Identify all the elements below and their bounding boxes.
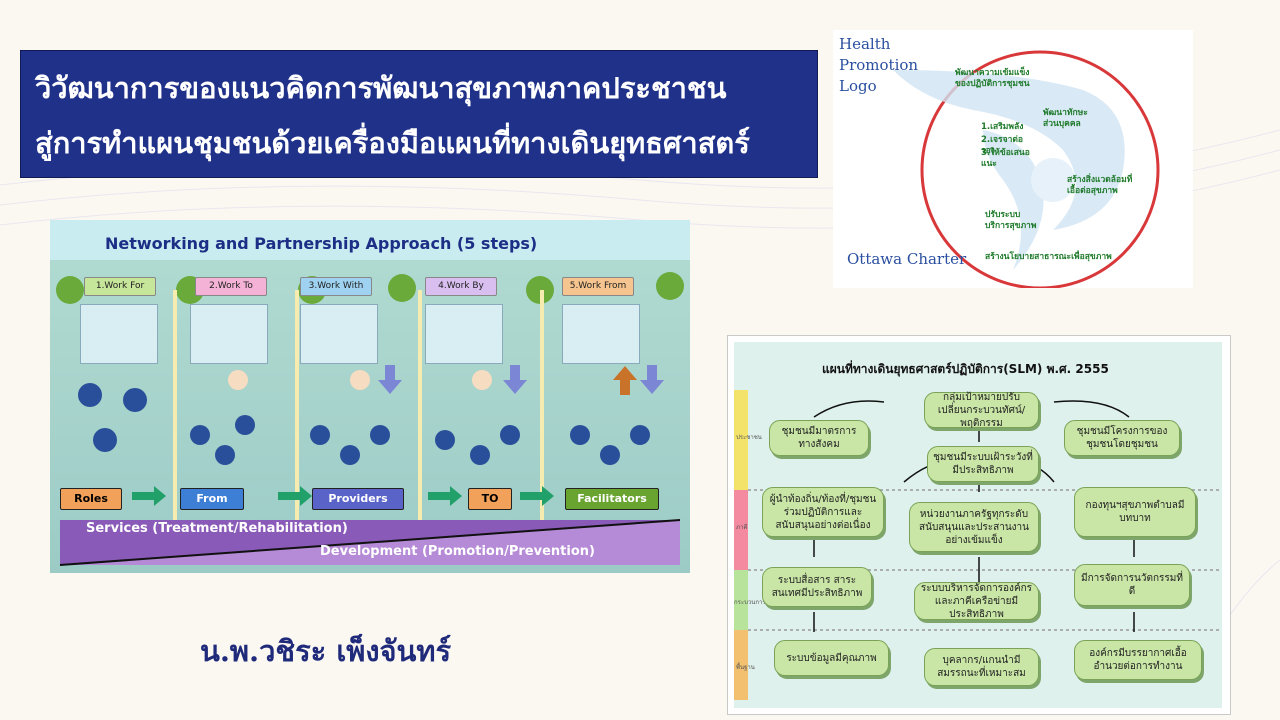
step-tab: 3.Work With (300, 277, 372, 296)
stage-label: From (180, 488, 244, 510)
logo-label-line: Logo (839, 77, 877, 95)
logo-label-line: Promotion (839, 56, 919, 74)
stage-label: TO (468, 488, 512, 510)
slm-title: แผนที่ทางเดินยุทธศาสตร์ปฏิบัติการ(SLM) พ… (822, 362, 1109, 376)
band-process (734, 570, 748, 630)
slm-box: องค์กรมีบรรยากาศเอื้ออำนวยต่อการทำงาน (1074, 640, 1202, 680)
slm-strategy-map-image: ประชาชน ภาคี กระบวนการ พื้นฐาน แผนที่ทาง… (727, 335, 1231, 715)
stage-label: Roles (60, 488, 122, 510)
slm-box: ระบบบริหารจัดการองค์กรและภาคีเครือข่ายมี… (914, 582, 1039, 620)
slm-box: หน่วยงานภาครัฐทุกระดับสนับสนุนและประสานง… (909, 502, 1039, 552)
slm-box: ระบบข้อมูลมีคุณภาพ (774, 640, 889, 676)
logo-item: 1.เสริมพลัง (981, 122, 1024, 132)
step-tab: 4.Work By (425, 277, 497, 296)
slm-box: ชุมชนมีโครงการของชุมชนโดยชุมชน (1064, 420, 1180, 456)
band-partners (734, 490, 748, 570)
slide-title-box: วิวัฒนาการของแนวคิดการพัฒนาสุขภาพภาคประช… (20, 50, 818, 178)
step-tab: 5.Work From (562, 277, 634, 296)
slm-map-canvas: ประชาชน ภาคี กระบวนการ พื้นฐาน แผนที่ทาง… (734, 342, 1222, 708)
logo-label-line: Health (839, 35, 891, 53)
logo-item: สร้างนโยบายสาธารณะเพื่อสุขภาพ (985, 252, 1112, 262)
slm-box: กองทุนฯสุขภาพตำบลมีบทบาท (1074, 487, 1196, 537)
networking-title: Networking and Partnership Approach (5 s… (105, 234, 538, 253)
band-people (734, 390, 748, 490)
slm-box: มีการจัดการนวัตกรรมที่ดี (1074, 564, 1190, 606)
step-tab: 2.Work To (195, 277, 267, 296)
slm-box: กลุ่มเป้าหมายปรับเปลี่ยนกระบวนทัศน์/พฤติ… (924, 392, 1039, 429)
networking-scene-graphic (50, 220, 690, 566)
services-label: Services (Treatment/Rehabilitation) (86, 521, 348, 536)
logo-item: ปรับระบบบริการสุขภาพ (985, 210, 1037, 231)
slide-title-line-2: สู่การทำแผนชุมชนด้วยเครื่องมือแผนที่ทางเ… (35, 126, 750, 160)
step-scene-box (425, 304, 503, 364)
logo-item: สร้างสิ่งแวดล้อมที่เอื้อต่อสุขภาพ (1067, 175, 1133, 196)
band-label: กระบวนการ (734, 599, 766, 606)
logo-item: พัฒนาทักษะส่วนบุคคล (1043, 108, 1088, 129)
ottawa-charter-label: Ottawa Charter (847, 250, 967, 268)
stage-label: Facilitators (565, 488, 659, 510)
slm-box: ผู้นำท้องถิ่น/ท้องที่/ชุมชนร่วมปฏิบัติกา… (762, 487, 884, 537)
networking-partnership-image: Networking and Partnership Approach (5 s… (50, 220, 690, 573)
slm-box: ชุมชนมีระบบเฝ้าระวังที่มีประสิทธิภาพ (927, 446, 1039, 482)
band-label: ประชาชน (736, 434, 762, 441)
step-scene-box (80, 304, 158, 364)
logo-item: 3.ให้ข้อเสนอแนะ (981, 148, 1030, 169)
step-scene-box (190, 304, 268, 364)
band-foundation (734, 630, 748, 700)
stage-label: Providers (312, 488, 404, 510)
slm-box: บุคลากร/แกนนำมีสมรรถนะที่เหมาะสม (924, 648, 1039, 686)
step-tab: 1.Work For (84, 277, 156, 296)
logo-item: พัฒนาความเข้มแข็งของปฏิบัติการชุมชน (955, 68, 1030, 89)
slm-box: ระบบสื่อสาร สาระสนเทศมีประสิทธิภาพ (762, 567, 872, 607)
author-name: น.พ.วชิระ เพ็งจันทร์ (200, 634, 452, 668)
step-scene-box (562, 304, 640, 364)
logo-label: Health Promotion Logo (839, 34, 918, 97)
health-promotion-logo-graphic (893, 50, 1160, 288)
band-label: พื้นฐาน (736, 664, 755, 671)
step-scene-box (300, 304, 378, 364)
band-label: ภาคี (736, 524, 748, 531)
logo-item: 2.เจรจาต่อรอง (981, 135, 1023, 156)
development-label: Development (Promotion/Prevention) (320, 544, 595, 559)
slm-box: ชุมชนมีมาตรการทางสังคม (769, 420, 869, 456)
slide-title-line-1: วิวัฒนาการของแนวคิดการพัฒนาสุขภาพภาคประช… (35, 71, 727, 105)
health-promotion-logo-image: Health Promotion Logo Ottawa Charter พัฒ… (833, 30, 1193, 288)
